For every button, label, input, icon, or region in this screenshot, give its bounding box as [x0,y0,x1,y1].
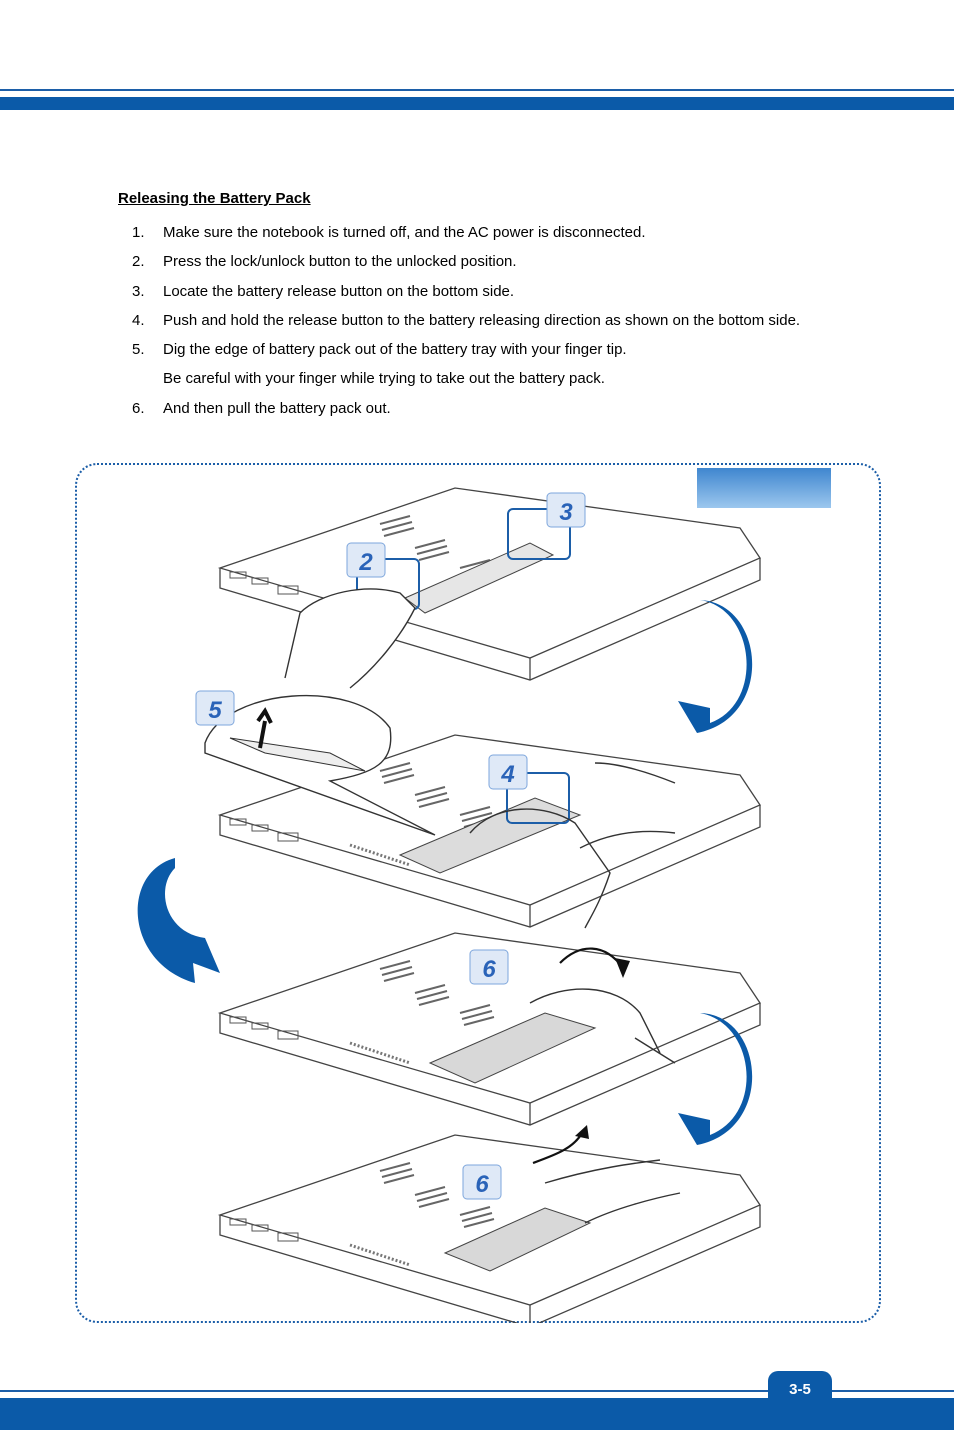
step-text: And then pull the battery pack out. [163,399,391,417]
page-number: 3-5 [768,1371,832,1411]
step-badge-label: 5 [208,697,222,724]
step-number: 1. [132,224,145,241]
step-badge-label: 6 [475,1171,489,1198]
step-text: Make sure the notebook is turned off, an… [163,224,646,241]
rotate-arrow-icon [137,858,220,983]
steps-list: 1. Make sure the notebook is turned off, … [118,218,858,423]
step-number: 6. [132,399,145,417]
step-text: Locate the battery release button on the… [163,282,515,300]
figure-frame [75,463,881,1323]
step-badge: 3 [546,492,586,528]
hand-icon [544,1159,681,1224]
hand-icon [284,588,416,689]
step-badge: 5 [195,690,235,726]
laptop-panel-1 [218,486,762,689]
laptop-panel-3 [218,931,762,1127]
step-number: 2. [132,253,145,271]
step-badge-label: 3 [559,499,573,526]
header-rule-thin [0,89,954,91]
step-item: 5. Dig the edge of battery pack out of th… [118,335,858,394]
laptop-panel-2 [204,694,762,929]
step-number: 5. [132,341,145,359]
hand-icon [529,988,676,1064]
header-rule-thick [0,97,954,110]
step-badge-label: 4 [500,761,514,788]
footer-rule-thin [0,1390,954,1392]
step-text: Dig the edge of battery pack out of the … [163,341,627,359]
step-badge: 6 [469,949,509,985]
step-badge: 4 [488,754,528,790]
figure-tab [697,468,831,508]
step-badge: 2 [346,542,386,578]
step-item: 3. Locate the battery release button on t… [118,277,858,306]
step-text: Push and hold the release button to the … [163,311,801,329]
section-title: Releasing the Battery Pack [118,190,311,207]
step-item: 4. Push and hold the release button to th… [118,306,858,335]
battery-removal-illustration: 3 2 5 4 6 6 [137,486,762,1323]
step-badge-label: 6 [482,956,496,983]
step-text: Press the lock/unlock button to the unlo… [163,253,517,271]
rotate-arrow-icon [678,600,753,733]
step-item: 1. Make sure the notebook is turned off, … [118,218,858,247]
laptop-panel-4 [218,1125,762,1323]
step-badge: 6 [462,1164,502,1200]
hand-icon [469,762,676,929]
step-item: 2. Press the lock/unlock button to the un… [118,247,858,276]
highlight-release-button [507,508,571,560]
step-note: Be careful with your finger while trying… [163,370,605,388]
step-number: 4. [132,311,145,329]
step-badge-label: 2 [358,549,373,576]
step-item: 6. And then pull the battery pack out. [118,394,858,423]
lift-arrow-icon [256,707,273,749]
highlight-push-release [506,772,570,824]
step-number: 3. [132,282,145,300]
